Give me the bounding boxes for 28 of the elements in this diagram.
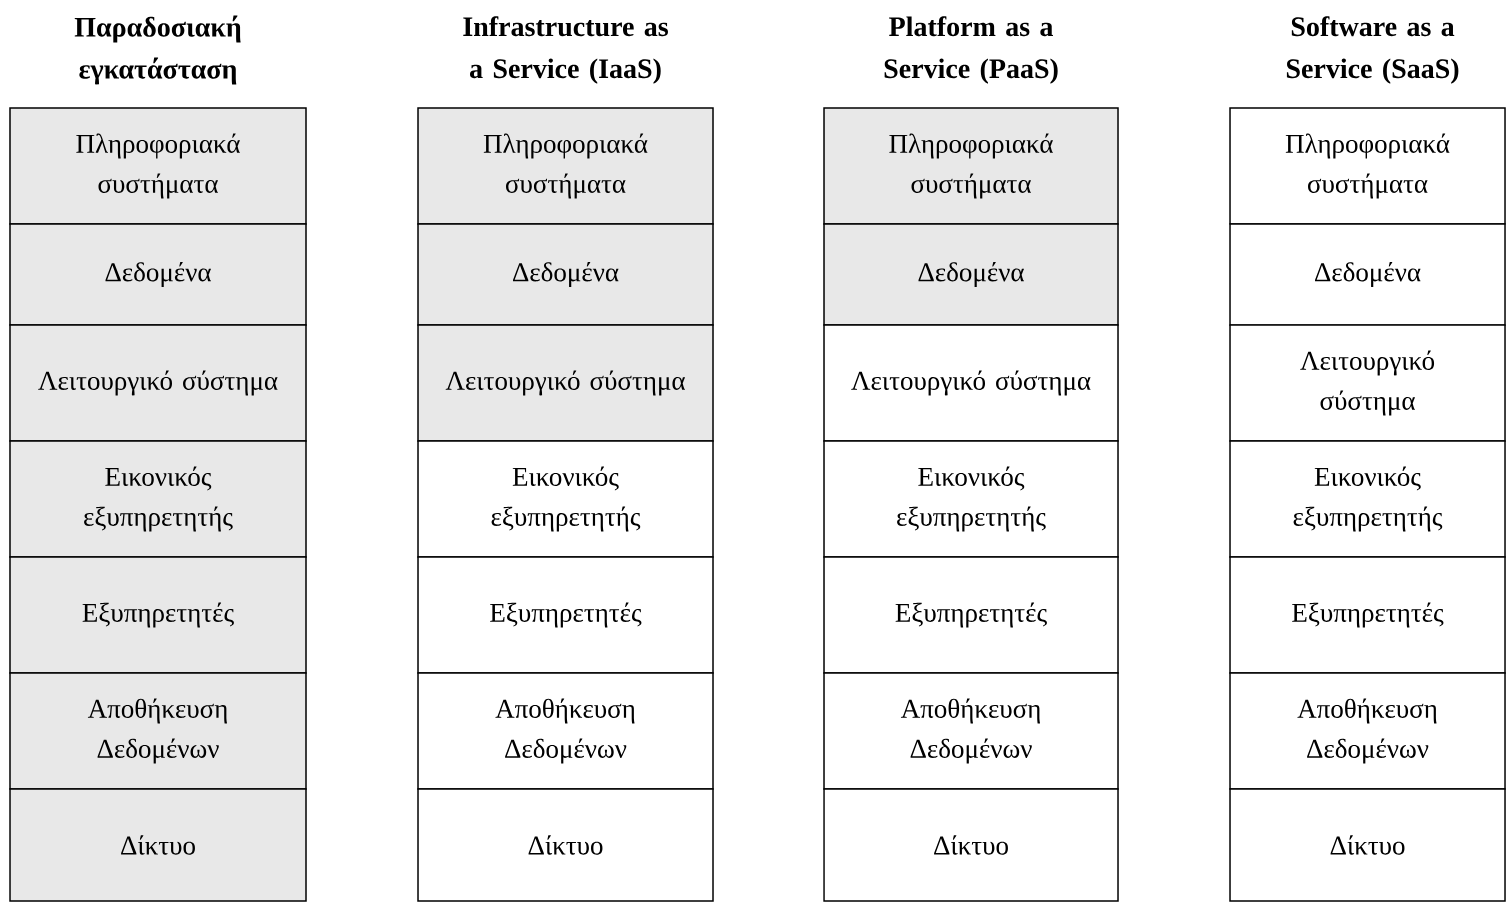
- layer-cell: Εξυπηρετητές: [9, 556, 307, 674]
- layer-cell: Εξυπηρετητές: [417, 556, 714, 674]
- layer-cell: Πληροφοριακά συστήματα: [417, 107, 714, 225]
- layer-cell: Εξυπηρετητές: [1229, 556, 1506, 674]
- layer-cell: Πληροφοριακά συστήματα: [9, 107, 307, 225]
- layer-cell: Δεδομένα: [9, 223, 307, 326]
- layer-cell: Πληροφοριακά συστήματα: [823, 107, 1119, 225]
- layer-cell: Εικονικός εξυπηρετητής: [417, 440, 714, 558]
- layer-cell: Εικονικός εξυπηρετητής: [1229, 440, 1506, 558]
- layer-cell: Εικονικός εξυπηρετητής: [823, 440, 1119, 558]
- layer-cell: Δίκτυο: [823, 788, 1119, 902]
- layer-cell: Δεδομένα: [417, 223, 714, 326]
- layer-cell: Αποθήκευση Δεδομένων: [9, 672, 307, 790]
- layer-cell: Δίκτυο: [9, 788, 307, 902]
- layer-cell: Λειτουργικό σύστημα: [9, 324, 307, 442]
- layer-cell: Δεδομένα: [823, 223, 1119, 326]
- layer-cell: Δίκτυο: [1229, 788, 1506, 902]
- layer-cell: Δίκτυο: [417, 788, 714, 902]
- layer-cell: Εικονικός εξυπηρετητής: [9, 440, 307, 558]
- layer-cell: Εξυπηρετητές: [823, 556, 1119, 674]
- layer-cell: Αποθήκευση Δεδομένων: [1229, 672, 1506, 790]
- layer-cell: Λειτουργικό σύστημα: [1229, 324, 1506, 442]
- layer-cell: Δεδομένα: [1229, 223, 1506, 326]
- layer-cell: Αποθήκευση Δεδομένων: [823, 672, 1119, 790]
- layer-cell: Λειτουργικό σύστημα: [823, 324, 1119, 442]
- layer-cell: Λειτουργικό σύστημα: [417, 324, 714, 442]
- layer-cell: Αποθήκευση Δεδομένων: [417, 672, 714, 790]
- layer-cell: Πληροφοριακά συστήματα: [1229, 107, 1506, 225]
